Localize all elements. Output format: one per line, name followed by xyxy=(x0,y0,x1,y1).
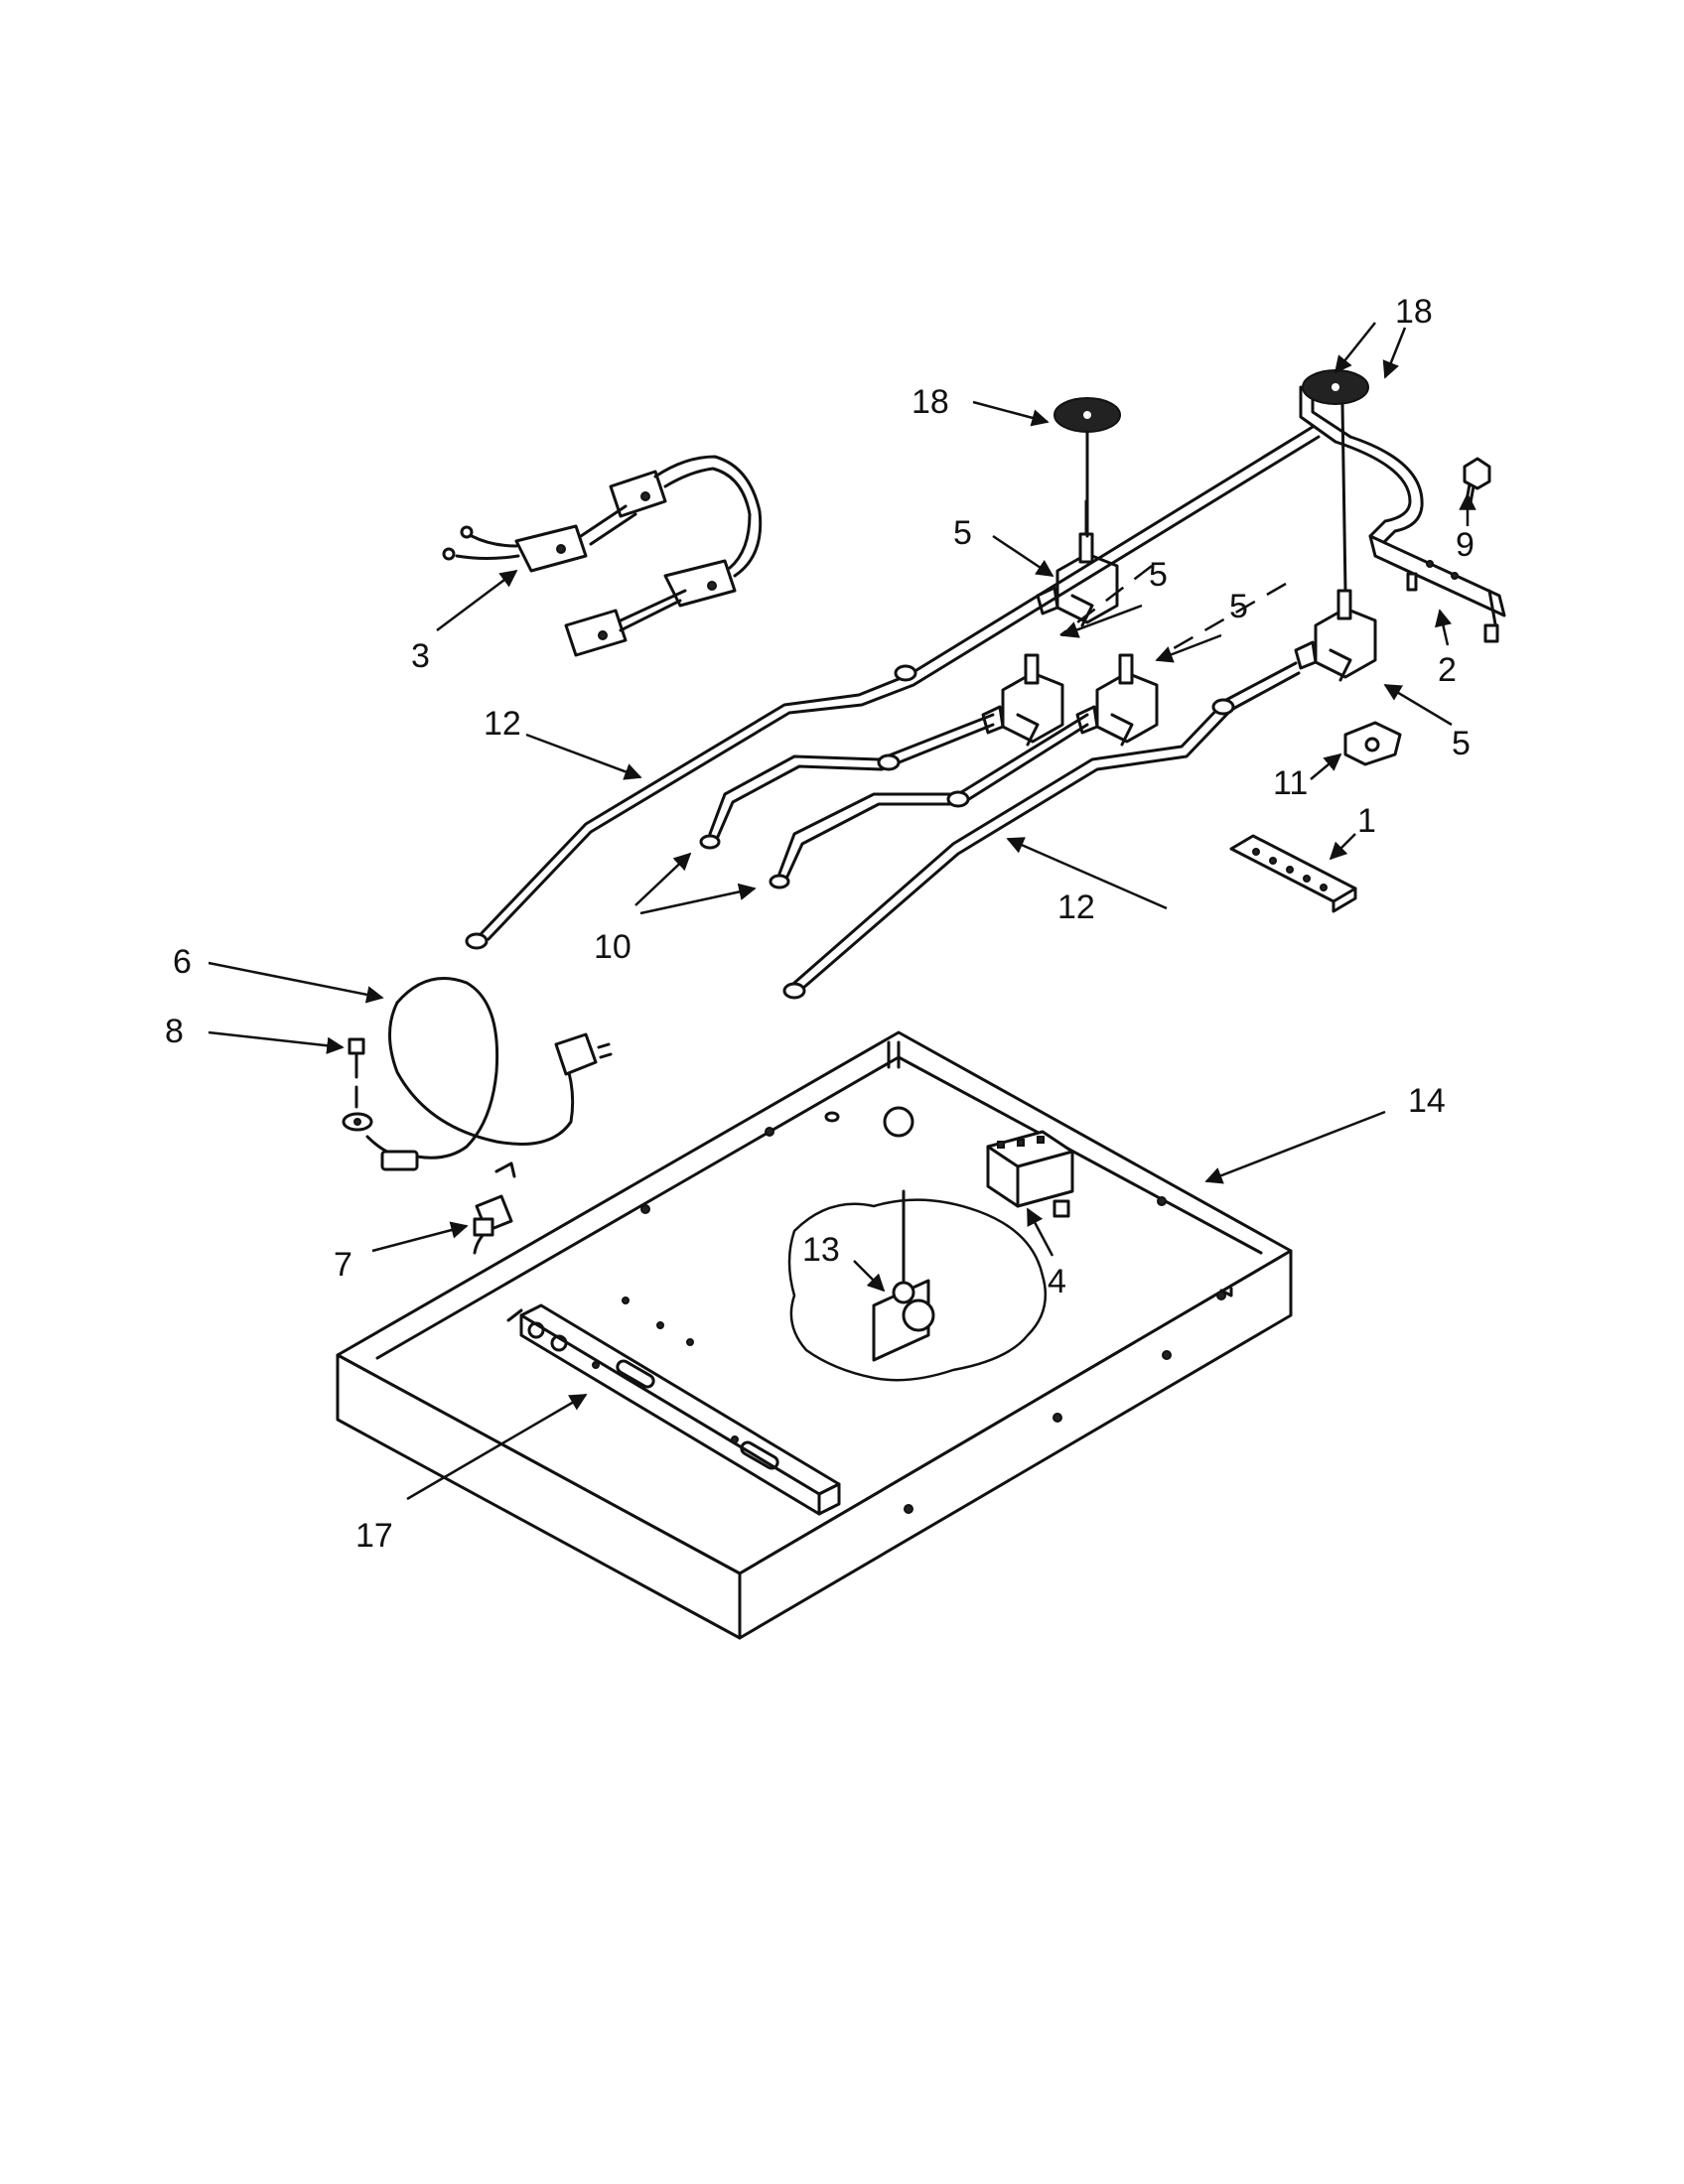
valve-5d xyxy=(1294,589,1377,682)
callout-17: 17 xyxy=(355,1517,393,1555)
callout-5-top: 5 xyxy=(953,514,972,552)
knob-18b xyxy=(1302,369,1369,593)
valve-5a xyxy=(1036,499,1119,627)
valve-5c xyxy=(1075,653,1159,747)
callout-14: 14 xyxy=(1408,1082,1446,1120)
callout-5-right: 5 xyxy=(1452,725,1471,762)
power-cord-6 xyxy=(365,977,613,1171)
callout-6: 6 xyxy=(173,943,192,981)
strip-1 xyxy=(1229,834,1357,913)
valve-5b xyxy=(981,653,1064,747)
callout-5-third: 5 xyxy=(1229,588,1248,625)
callout-5-second: 5 xyxy=(1149,556,1168,594)
callout-9: 9 xyxy=(1456,526,1474,564)
manifold-2 xyxy=(1299,385,1506,643)
connector-7 xyxy=(473,1161,516,1255)
wire-harness-3 xyxy=(442,455,763,657)
callout-12-left: 12 xyxy=(484,705,521,743)
callout-11: 11 xyxy=(1273,764,1308,802)
callout-1: 1 xyxy=(1357,802,1376,840)
callout-2: 2 xyxy=(1438,651,1457,689)
callout-7: 7 xyxy=(334,1246,352,1284)
callout-18-left: 18 xyxy=(912,383,949,421)
callout-10: 10 xyxy=(594,928,632,966)
valve-13 xyxy=(872,1189,935,1362)
callout-18-right: 18 xyxy=(1395,293,1433,331)
bracket-11 xyxy=(1343,721,1402,766)
front-bracket-17 xyxy=(506,1303,841,1516)
screw-8 xyxy=(342,1037,373,1132)
switch-block-4 xyxy=(986,1130,1074,1218)
callout-12-right: 12 xyxy=(1057,888,1095,926)
callout-4: 4 xyxy=(1048,1263,1066,1300)
callout-13: 13 xyxy=(802,1231,840,1269)
gas-tubes xyxy=(465,425,1321,1000)
callout-3: 3 xyxy=(411,637,430,675)
callout-8: 8 xyxy=(165,1013,184,1050)
knob-18a xyxy=(1053,397,1121,538)
